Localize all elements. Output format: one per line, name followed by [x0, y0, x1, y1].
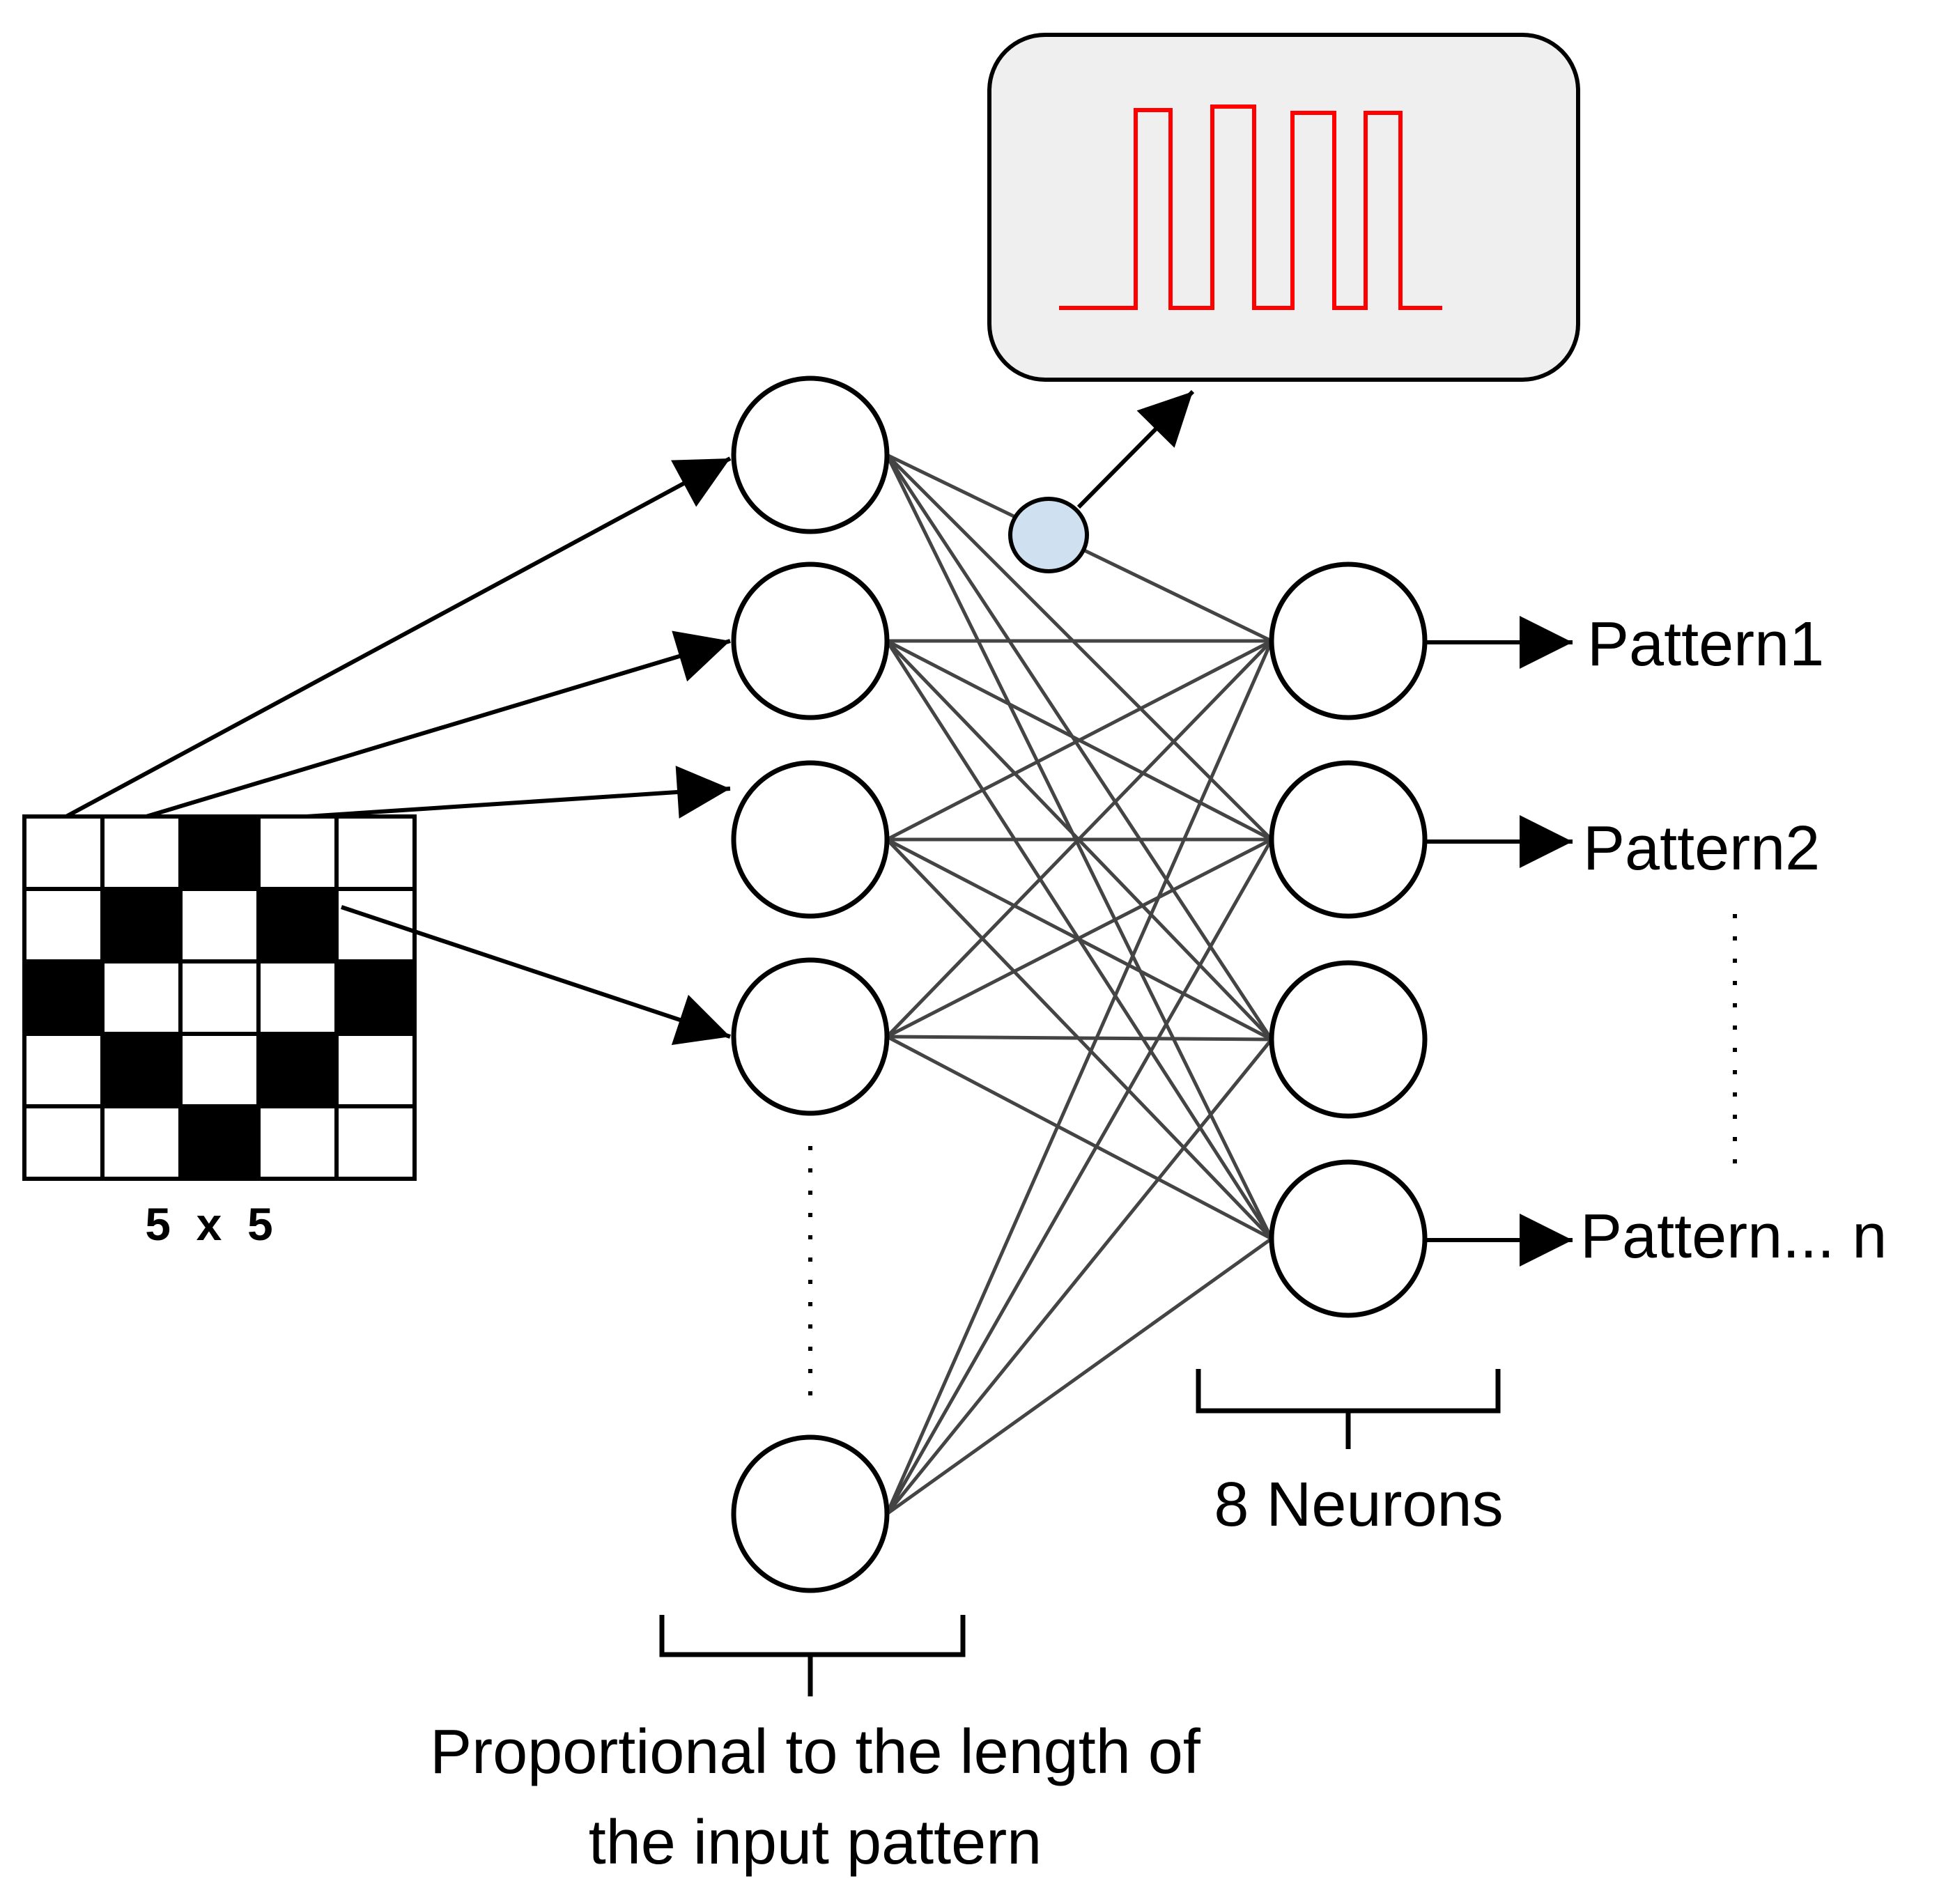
input-grid-size-label: 5 x 5: [145, 1198, 272, 1250]
input-arrows: [65, 456, 732, 1046]
connection-line: [886, 454, 1273, 841]
grid-cell-filled: [178, 814, 261, 891]
hidden-layer-caption-line1: Proportional to the length of: [430, 1717, 1201, 1787]
grid-cell-empty: [22, 1032, 105, 1108]
output-label-1: Pattern1: [1587, 610, 1824, 679]
grid-cell-empty: [100, 814, 183, 891]
spike-waveform: [1059, 105, 1442, 310]
hidden-neuron: [731, 760, 890, 919]
connection-line: [886, 1038, 1273, 1515]
connection-line: [885, 838, 1274, 1515]
output-layer-caption: 8 Neurons: [1214, 1470, 1503, 1540]
output-neuron: [1269, 960, 1428, 1119]
grid-cell-filled: [334, 959, 417, 1036]
input-pattern-grid: [22, 814, 417, 1181]
grid-cell-empty: [22, 887, 105, 963]
hidden-neuron: [731, 376, 890, 534]
grid-cell-filled: [256, 887, 339, 963]
connection-line: [886, 1035, 1273, 1241]
grid-cell-empty: [256, 959, 339, 1036]
output-label-2: Pattern2: [1583, 814, 1820, 883]
probe-arrow: [1076, 389, 1195, 509]
connection-line: [885, 454, 1274, 1041]
connection-line: [886, 1035, 1272, 1042]
connection-line: [886, 837, 1273, 1039]
grid-cell-empty: [22, 1104, 105, 1181]
hidden-neuron: [731, 562, 890, 720]
input-arrow-1: [65, 456, 732, 819]
grid-cell-empty: [256, 1104, 339, 1181]
grid-cell-filled: [100, 1032, 183, 1108]
signal-probe-node: [1008, 497, 1089, 573]
grid-cell-empty: [334, 1032, 417, 1108]
output-neuron: [1269, 760, 1428, 919]
output-neuron: [1269, 1159, 1428, 1318]
connection-line: [886, 639, 1273, 842]
output-arrows: [1425, 616, 1573, 1267]
grid-cell-filled: [178, 1104, 261, 1181]
hidden-neuron: [731, 1434, 890, 1593]
output-layer: [1269, 562, 1428, 1318]
connection-line: [886, 640, 1273, 1038]
grid-cell-filled: [100, 887, 183, 963]
connection-line: [886, 1237, 1273, 1516]
grid-cell-empty: [334, 814, 417, 891]
hidden-layer: [731, 376, 890, 1593]
output-layer-brace: [1196, 1369, 1501, 1449]
grid-cell-empty: [22, 814, 105, 891]
grid-cell-empty: [100, 1104, 183, 1181]
hidden-layer-brace: [659, 1615, 966, 1696]
input-arrow-3: [306, 766, 731, 819]
connection-lines: [885, 453, 1274, 1516]
grid-cell-empty: [178, 1032, 261, 1108]
grid-cell-empty: [334, 887, 417, 963]
output-label-n: Pattern... n: [1580, 1202, 1887, 1271]
grid-cell-filled: [256, 1032, 339, 1108]
hidden-layer-caption-line2: the input pattern: [589, 1808, 1042, 1878]
input-arrow-4: [341, 905, 731, 1046]
grid-cell-empty: [256, 814, 339, 891]
grid-cell-filled: [22, 959, 105, 1036]
input-arrow-2: [146, 630, 731, 819]
connection-line: [885, 640, 1274, 1515]
grid-cell-empty: [334, 1104, 417, 1181]
connection-line: [885, 454, 1274, 1240]
hidden-neuron: [731, 957, 890, 1116]
output-neuron: [1269, 562, 1428, 720]
grid-cell-empty: [178, 887, 261, 963]
oscilloscope-panel: [987, 33, 1580, 382]
grid-cell-empty: [100, 959, 183, 1036]
grid-cell-empty: [178, 959, 261, 1036]
